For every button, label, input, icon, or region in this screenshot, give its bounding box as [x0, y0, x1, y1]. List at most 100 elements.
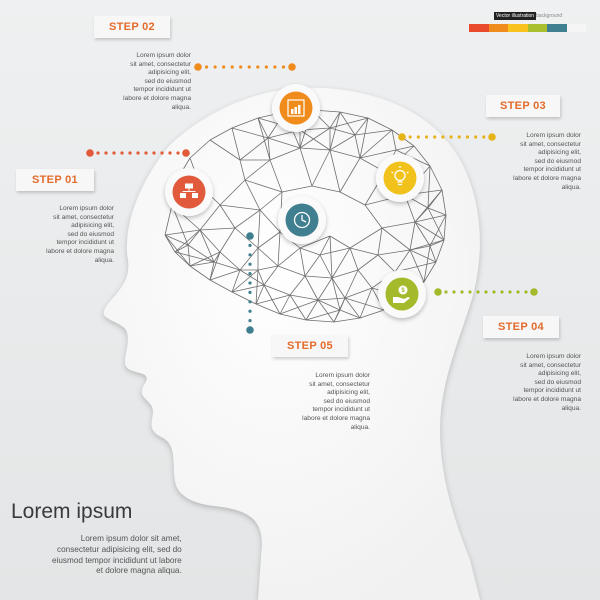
network-edge — [257, 247, 279, 267]
connector-dot — [398, 133, 406, 141]
network-edge — [239, 137, 269, 161]
network-edge — [289, 275, 306, 296]
connector-dot — [246, 232, 254, 240]
footer-description: Lorem ipsum dolor sit amet, consectetur … — [52, 534, 182, 576]
network-edge — [359, 117, 369, 159]
network-edge — [277, 265, 306, 277]
network-edge — [174, 229, 201, 253]
network-edge — [317, 277, 333, 301]
connector-dot — [441, 135, 445, 139]
network-edge — [187, 229, 201, 246]
network-edge — [219, 204, 261, 211]
network-edge — [263, 265, 279, 286]
network-edge — [357, 254, 379, 271]
network-edge — [174, 244, 189, 253]
connector-dot — [424, 135, 429, 139]
network-edge — [391, 129, 397, 151]
network-edge — [331, 247, 351, 279]
step-02-description: Lorem ipsum dolor sit amet, consectetur … — [123, 52, 191, 111]
network-edge — [317, 297, 346, 301]
network-edge — [427, 165, 431, 209]
network-edge — [317, 299, 341, 311]
network-edge — [395, 145, 415, 151]
network-edge — [299, 129, 331, 151]
network-edge — [244, 179, 261, 211]
network-edge — [329, 149, 361, 159]
network-edge — [244, 179, 283, 193]
network-edge — [344, 297, 361, 319]
connector-dot — [500, 290, 504, 294]
network-edge — [299, 127, 331, 149]
connector-dot — [168, 151, 172, 155]
network-edge — [367, 117, 393, 131]
network-edge — [255, 294, 291, 305]
network-edge — [279, 313, 307, 321]
network-edge — [339, 157, 361, 193]
palette-swatch — [527, 24, 547, 32]
network-edge — [299, 235, 331, 249]
network-edge — [219, 227, 236, 253]
network-edge — [339, 309, 361, 319]
network-edge — [209, 127, 233, 141]
network-edge — [339, 111, 369, 119]
network-edge — [277, 247, 301, 267]
network-edge — [304, 254, 321, 277]
network-edge — [329, 117, 369, 129]
network-edge — [234, 227, 259, 249]
network-edge — [329, 149, 341, 193]
network-edge — [231, 117, 259, 129]
connector-dot — [524, 290, 528, 294]
network-edge — [277, 231, 281, 267]
network-edge — [304, 275, 333, 279]
network-edge — [171, 204, 189, 246]
network-edge — [259, 191, 283, 211]
network-edge — [231, 269, 241, 293]
connector-dot — [434, 288, 442, 296]
network-edge — [187, 244, 215, 263]
connector-dot — [281, 65, 286, 69]
connector-dot — [452, 290, 456, 294]
connector-step-01 — [86, 149, 190, 157]
connector-dot — [508, 290, 512, 294]
network-edge — [231, 269, 259, 293]
network-edge — [164, 204, 173, 236]
palette-swatch — [566, 24, 586, 32]
network-edge — [255, 269, 259, 305]
connector-dot — [160, 151, 164, 155]
network-edge — [409, 239, 445, 251]
connector-dot — [273, 65, 277, 69]
network-edge — [354, 134, 361, 159]
network-edge — [435, 239, 445, 263]
network-edge — [409, 249, 425, 283]
network-edge — [255, 303, 281, 315]
palette-swatch — [488, 24, 508, 32]
network-edge — [305, 309, 341, 321]
connector-dot — [104, 151, 108, 155]
connector-dot — [144, 151, 148, 155]
network-edge — [331, 277, 341, 311]
connector-dot — [152, 151, 156, 155]
network-edge — [299, 147, 331, 151]
network-edge — [423, 245, 431, 283]
network-edge — [359, 129, 393, 159]
svg-text:$: $ — [401, 288, 405, 294]
network-edge — [329, 111, 341, 129]
network-edge — [269, 147, 301, 161]
connector-dot — [248, 262, 252, 266]
network-edge — [257, 117, 269, 139]
network-edge — [423, 261, 437, 283]
connector-dot — [248, 281, 252, 285]
network-edge — [357, 269, 373, 289]
step-03-label: STEP 03 — [486, 95, 560, 117]
network-edge — [364, 204, 383, 229]
network-edge — [209, 251, 221, 281]
connector-step-04 — [434, 288, 538, 296]
network-edge — [244, 159, 271, 181]
network-edge — [213, 251, 221, 263]
network-edge — [279, 294, 291, 315]
network-edge — [305, 319, 335, 323]
node-step-03 — [376, 154, 424, 202]
step-01-description: Lorem ipsum dolor sit amet, consectetur … — [46, 205, 114, 264]
network-edge — [219, 204, 236, 229]
connector-dot — [460, 290, 464, 294]
